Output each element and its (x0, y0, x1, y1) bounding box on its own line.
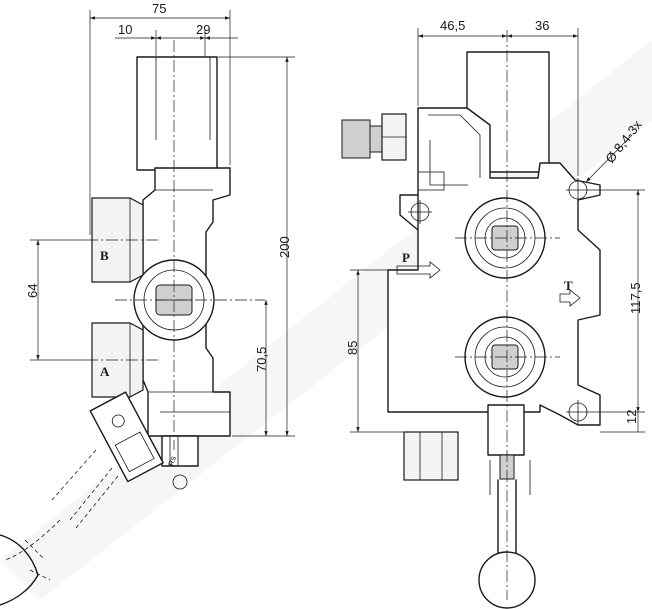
dim-offset-right: 29 (196, 22, 210, 37)
side-handle-base (161, 435, 199, 467)
dim-offset-left: 10 (118, 22, 132, 37)
side-lever (89, 391, 164, 483)
port-t-label: T (564, 278, 573, 293)
dim-height-total: 200 (277, 236, 292, 258)
port-t-arrow (559, 289, 581, 307)
spool-mark-text: Rs (167, 455, 178, 467)
front-view: P T 46,5 36 Ø 8,4-3x 117,5 (341, 18, 645, 609)
front-side-fitting (341, 119, 371, 159)
dim-mount-bottom: 12 (624, 410, 639, 424)
dim-mount-spacing: 117,5 (628, 282, 643, 314)
side-view: Rs 75 10 29 200 (0, 1, 295, 606)
front-bottom-nut (403, 431, 459, 481)
front-handle-base (487, 404, 525, 456)
dim-width-right: 36 (535, 18, 549, 33)
dim-overall-width: 75 (152, 1, 166, 16)
port-b-label: B (100, 248, 109, 263)
side-upper-tube (136, 56, 218, 171)
dim-port-a-height: 70,5 (254, 347, 269, 372)
dim-port-spacing: 64 (25, 284, 40, 298)
port-p-arrow (396, 261, 441, 279)
port-a-label: A (100, 364, 110, 379)
port-p-label: P (402, 250, 410, 265)
dim-p-height: 85 (345, 341, 360, 355)
dim-width-left: 46,5 (440, 18, 465, 33)
